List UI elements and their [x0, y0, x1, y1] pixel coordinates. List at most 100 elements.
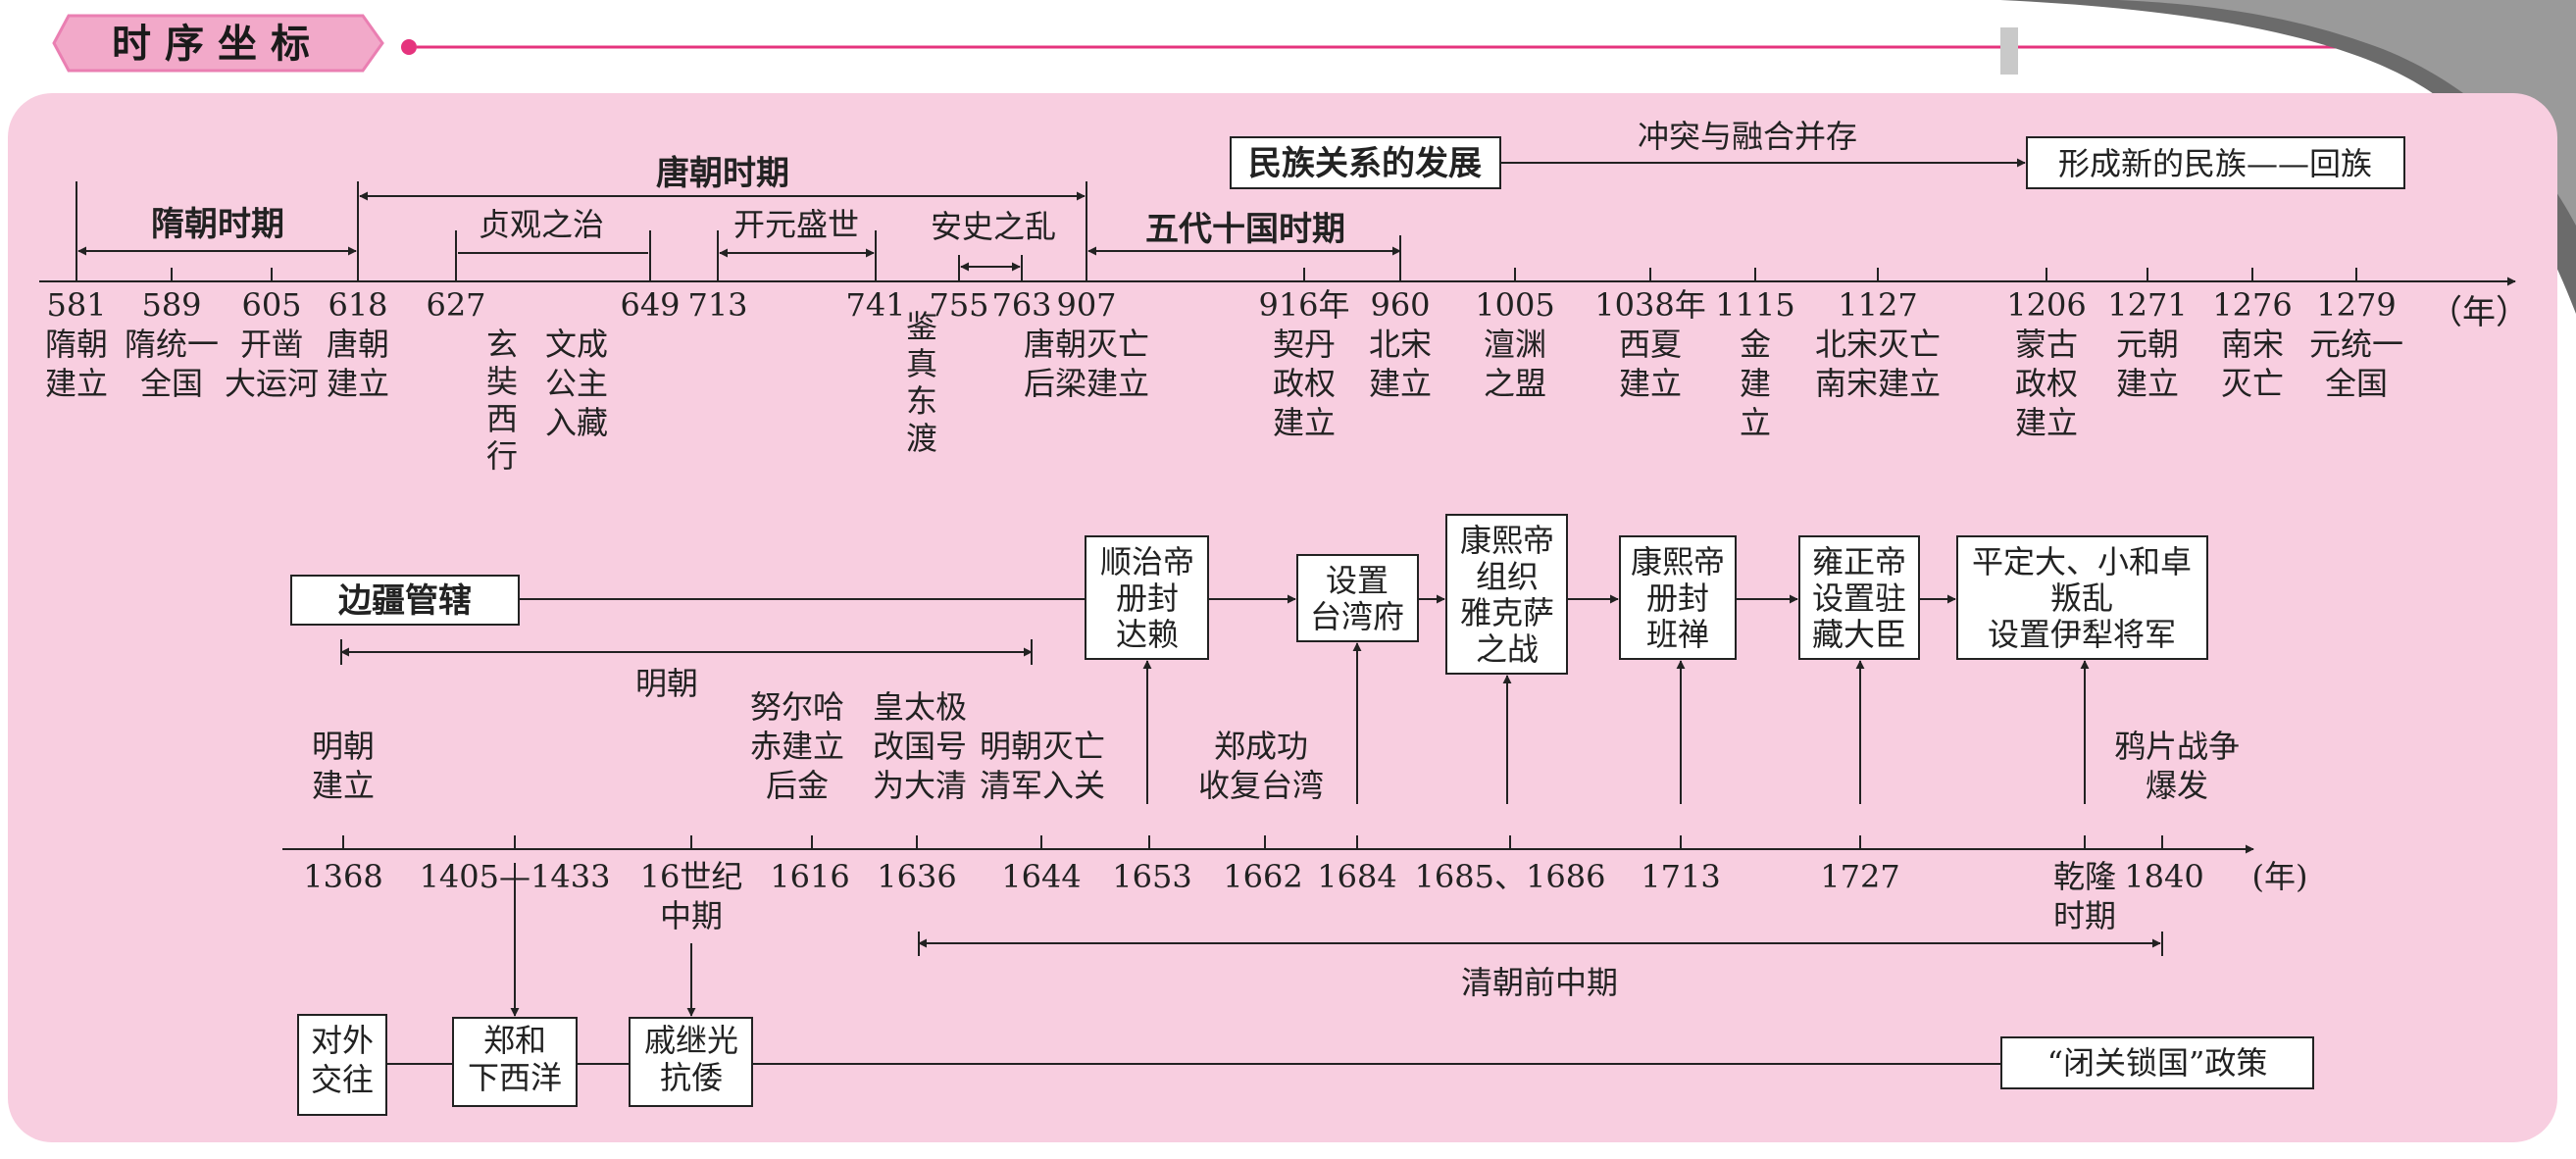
top-tick-desc-line: 全国: [140, 365, 203, 402]
bottom-tick-year: 1713: [1641, 858, 1720, 895]
bottom-tick-above-line: 清军入关: [980, 767, 1105, 804]
bottom-tick-above-line: 收复台湾: [1198, 767, 1324, 804]
header-dot-icon: [401, 39, 417, 55]
top-tick-desc-line: 政权: [1273, 365, 1336, 402]
top-tick-year: 605: [241, 286, 301, 324]
bottom-tick-year2: 时期: [2053, 897, 2116, 934]
top-tick-desc-line: 建立: [2015, 404, 2078, 441]
top-tick-desc-line: 西夏: [1619, 326, 1682, 363]
bottom-tick-year: 16世纪: [640, 858, 743, 895]
note-jianzhen-char: 渡: [906, 420, 937, 457]
frontier-flow-text-line: 之战: [1476, 630, 1539, 668]
top-tick-desc-line: 金: [1740, 326, 1771, 363]
top-tick-desc-line: 建立: [2116, 365, 2179, 402]
top-tick-year: 741: [845, 286, 905, 324]
period-wudai: 五代十国时期: [1145, 210, 1345, 249]
frontier-flow-text-line: 册封: [1646, 580, 1709, 617]
bottom-axis-unit: (年): [2252, 858, 2308, 895]
note-xuanzang-char: 行: [486, 437, 518, 475]
bottom-tick-year2: 中期: [660, 897, 723, 934]
sub-kaiyuan: 开元盛世: [733, 206, 859, 243]
bottom-tick-year: 1662: [1223, 858, 1302, 895]
frontier-flow-text-line: 顺治帝: [1100, 543, 1194, 580]
top-tick-desc-line: 元统一: [2309, 326, 2403, 363]
top-tick-year: 960: [1370, 286, 1430, 324]
zhenghe-box-text-line: 下西洋: [468, 1059, 562, 1096]
ming-label: 明朝: [635, 665, 698, 702]
foreign-box-text-line: 对外: [311, 1022, 374, 1059]
qijiguang-box: [629, 1017, 753, 1107]
top-tick-desc-line: 隋统一: [125, 326, 219, 363]
top-tick-desc-line: 建立: [327, 365, 389, 402]
bottom-tick-year: 1727: [1820, 858, 1899, 895]
ethnic-box-label: 民族关系的发展: [1248, 144, 1482, 183]
top-tick-desc-line: 建: [1740, 365, 1771, 402]
frontier-flow-text-line: 康熙帝: [1631, 543, 1725, 580]
note-jianzhen-char: 真: [906, 345, 937, 382]
top-tick-desc-line: 北宋: [1369, 326, 1432, 363]
bottom-tick-above-line: 鸦片战争: [2114, 728, 2240, 765]
bottom-tick-above-line: 改国号: [873, 728, 967, 765]
frontier-flow-text-line: 雍正帝: [1812, 543, 1906, 580]
frontier-flow-box: [1445, 514, 1568, 675]
header-badge: [52, 14, 384, 73]
top-tick-year: 1127: [1838, 286, 1917, 324]
bottom-tick-above-line: 建立: [312, 767, 375, 804]
top-tick-year: 763: [991, 286, 1051, 324]
bottom-tick-above-line: 赤建立: [750, 728, 844, 765]
qijiguang-box-text-line: 戚继光: [644, 1022, 738, 1059]
ethnic-result-box: [2026, 136, 2405, 189]
top-tick-year: 581: [46, 286, 106, 324]
bottom-tick-year: 1653: [1112, 858, 1191, 895]
top-tick-desc-line: 隋朝: [45, 326, 108, 363]
top-tick-year: 589: [141, 286, 201, 324]
bottom-tick-above-line: 明朝: [312, 728, 375, 765]
zhenghe-box: [452, 1017, 578, 1107]
bottom-tick-above-line: 努尔哈: [750, 688, 844, 726]
top-tick-year: 1271: [2107, 286, 2187, 324]
top-tick-desc-line: 建立: [45, 365, 108, 402]
top-tick-desc-line: 全国: [2325, 365, 2388, 402]
top-tick-desc-line: 南宋: [2221, 326, 2284, 363]
frontier-flow-text-line: 达赖: [1116, 616, 1179, 653]
note-wencheng-line: 入藏: [545, 404, 608, 441]
bottom-tick-above-line: 皇太极: [873, 688, 967, 726]
bottom-tick-above-line: 为大清: [873, 767, 967, 804]
top-tick-year: 1206: [2006, 286, 2086, 324]
top-tick-year: 627: [426, 286, 485, 324]
corner-ornament: [2000, 27, 2018, 75]
top-axis-unit: （年）: [2429, 293, 2529, 332]
ethnic-arrow-label: 冲突与融合并存: [1638, 118, 1857, 155]
corner-decoration: [2000, 0, 2576, 314]
frontier-flow-text-line: 雅克萨: [1460, 594, 1554, 631]
top-tick-year: 916年: [1258, 286, 1349, 324]
closed-policy-box: [2000, 1036, 2314, 1089]
top-tick-desc-line: 立: [1740, 404, 1771, 441]
corner-decoration-inner: [2118, 0, 2576, 226]
top-tick-desc-line: 澶渊: [1484, 326, 1546, 363]
top-tick-year: 649: [620, 286, 680, 324]
frontier-box: [290, 575, 520, 626]
bottom-tick-above-line: 后金: [766, 767, 829, 804]
top-tick-year: 1115: [1715, 286, 1794, 324]
sub-anshi: 安史之乱: [931, 208, 1056, 245]
top-tick-year: 713: [687, 286, 747, 324]
bottom-tick-above-line: 郑成功: [1214, 728, 1308, 765]
frontier-flow-text-line: 藏大臣: [1812, 616, 1906, 653]
sub-zhenguan: 贞观之治: [479, 206, 604, 243]
frontier-flow-box: [1956, 535, 2208, 660]
bottom-tick-year: 1840: [2124, 858, 2203, 895]
bottom-tick-year: 1685、1686: [1415, 858, 1606, 895]
top-tick-year: 1005: [1475, 286, 1554, 324]
frontier-flow-text-line: 平定大、小和卓: [1972, 543, 2192, 580]
frontier-flow-text-line: 册封: [1116, 580, 1179, 617]
top-tick-desc-line: 建立: [1369, 365, 1432, 402]
top-tick-desc-line: 之盟: [1484, 365, 1546, 402]
frontier-flow-text-line: 康熙帝: [1460, 522, 1554, 559]
frontier-flow-box: [1296, 554, 1419, 642]
bottom-tick-above-line: 明朝灭亡: [980, 728, 1105, 765]
note-jianzhen-char: 鉴: [906, 308, 937, 345]
